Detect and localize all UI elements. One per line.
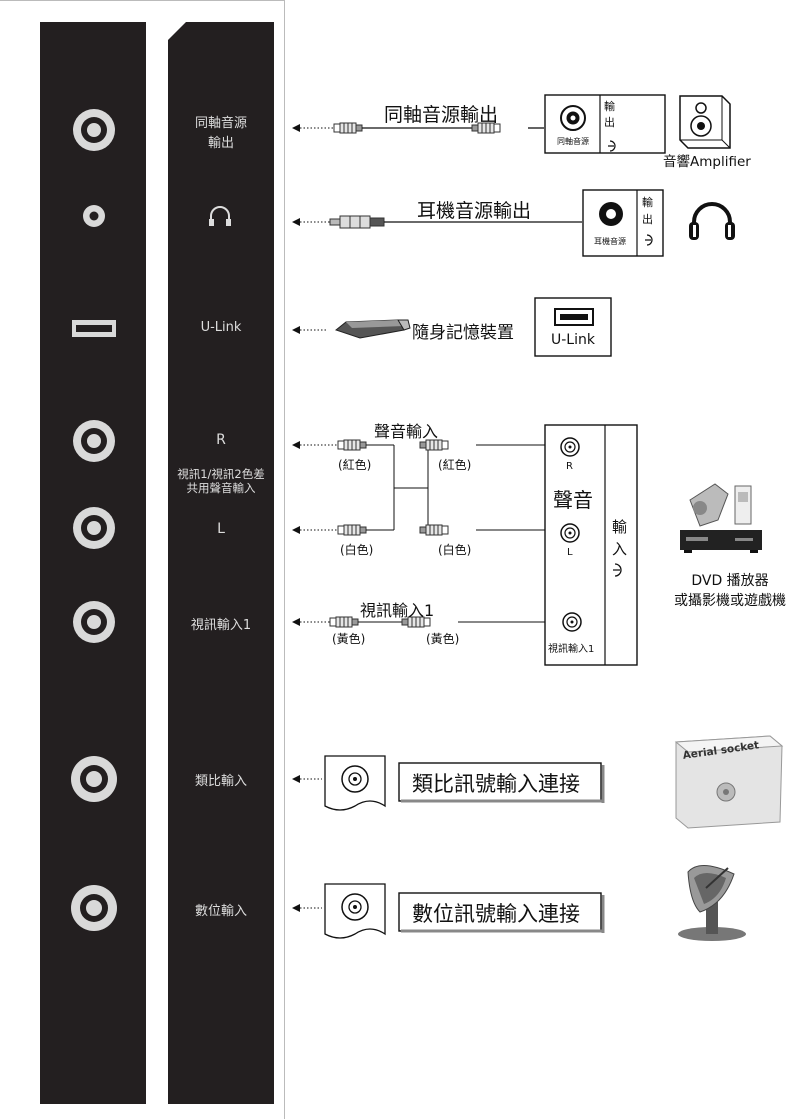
headphone-title: 耳機音源輸出 xyxy=(417,200,532,222)
box-in-label-1: 輸 xyxy=(612,518,628,536)
coax-cable xyxy=(292,94,666,154)
digital-port-label: 數位輸入 xyxy=(194,904,247,919)
video-title: 視訊輸入1 xyxy=(360,601,435,620)
audio-cables xyxy=(292,439,545,628)
box-video1-label: 視訊輸入1 xyxy=(548,644,595,655)
shared-audio-label-1: 視訊1/視訊2色差 xyxy=(177,467,265,481)
yellow-label-left: (黃色) xyxy=(332,632,366,646)
coax-out-port-icon xyxy=(73,109,115,151)
headphone-device-port-label: 耳機音源 xyxy=(594,237,626,246)
digital-title: 數位訊號輸入連接 xyxy=(412,902,580,926)
box-in-label-2: 入 xyxy=(612,540,628,558)
amplifier-label: 音響Amplifier xyxy=(663,154,751,170)
audio-l-port-icon xyxy=(73,507,115,549)
headphone-out-label-2: 出 xyxy=(642,213,653,226)
dvd-label-1: DVD 播放器 xyxy=(691,573,769,589)
coax-device-port-label: 同軸音源 xyxy=(557,137,589,146)
headphone-symbol-icon xyxy=(209,206,231,226)
dvd-label-2: 或攝影機或遊戲機 xyxy=(674,593,786,609)
white-label-right: (白色) xyxy=(438,543,472,557)
r-port-label: R xyxy=(216,432,226,448)
usb-port-icon xyxy=(72,320,116,337)
tv-panel-right xyxy=(168,22,274,1104)
red-label-right: (紅色) xyxy=(438,458,472,472)
white-label-left: (白色) xyxy=(340,543,374,557)
usb-stick xyxy=(292,297,612,357)
analog-port-label: 類比輸入 xyxy=(194,774,247,789)
l-port-label: L xyxy=(217,521,225,537)
video1-port-label: 視訊輸入1 xyxy=(190,618,252,633)
analog-connector xyxy=(292,755,605,811)
headphone-cable xyxy=(292,189,664,257)
analog-port-icon xyxy=(71,756,117,802)
digital-port-icon xyxy=(71,885,117,931)
video1-port-icon xyxy=(73,601,115,643)
coax-title: 同軸音源輸出 xyxy=(384,104,499,126)
box-l-label: L xyxy=(567,547,573,558)
red-label-left: (紅色) xyxy=(338,458,372,472)
audio-in-title: 聲音輸入 xyxy=(374,422,439,441)
speaker-icon xyxy=(679,95,731,149)
yellow-label-right: (黃色) xyxy=(426,632,460,646)
analog-title: 類比訊號輸入連接 xyxy=(412,772,580,796)
coax-out-label-1: 輸 xyxy=(604,100,615,113)
av-input-box xyxy=(544,424,638,666)
headphone-out-label-1: 輸 xyxy=(642,196,653,209)
ulink-port-label: U-Link xyxy=(200,320,242,335)
box-sound-label: 聲音 xyxy=(553,488,593,512)
digital-connector xyxy=(292,883,605,939)
port-column xyxy=(71,109,117,931)
usb-box-label: U-Link xyxy=(551,332,595,348)
aerial-socket-icon xyxy=(674,735,784,829)
coax-port-label-2: 輸出 xyxy=(207,136,234,151)
headphones-icon xyxy=(689,202,735,240)
shared-audio-label-2: 共用聲音輸入 xyxy=(186,481,256,495)
coax-port-label-1: 同軸音源 xyxy=(194,116,247,131)
page-frame xyxy=(0,0,285,1119)
audio-r-port-icon xyxy=(73,420,115,462)
box-r-label: R xyxy=(566,461,573,472)
dvd-camera-icon xyxy=(680,483,762,553)
coax-out-label-2: 出 xyxy=(604,116,615,129)
headphone-port-icon xyxy=(83,205,105,227)
satellite-dish-icon xyxy=(678,865,746,941)
usb-title: 隨身記憶裝置 xyxy=(412,323,514,343)
